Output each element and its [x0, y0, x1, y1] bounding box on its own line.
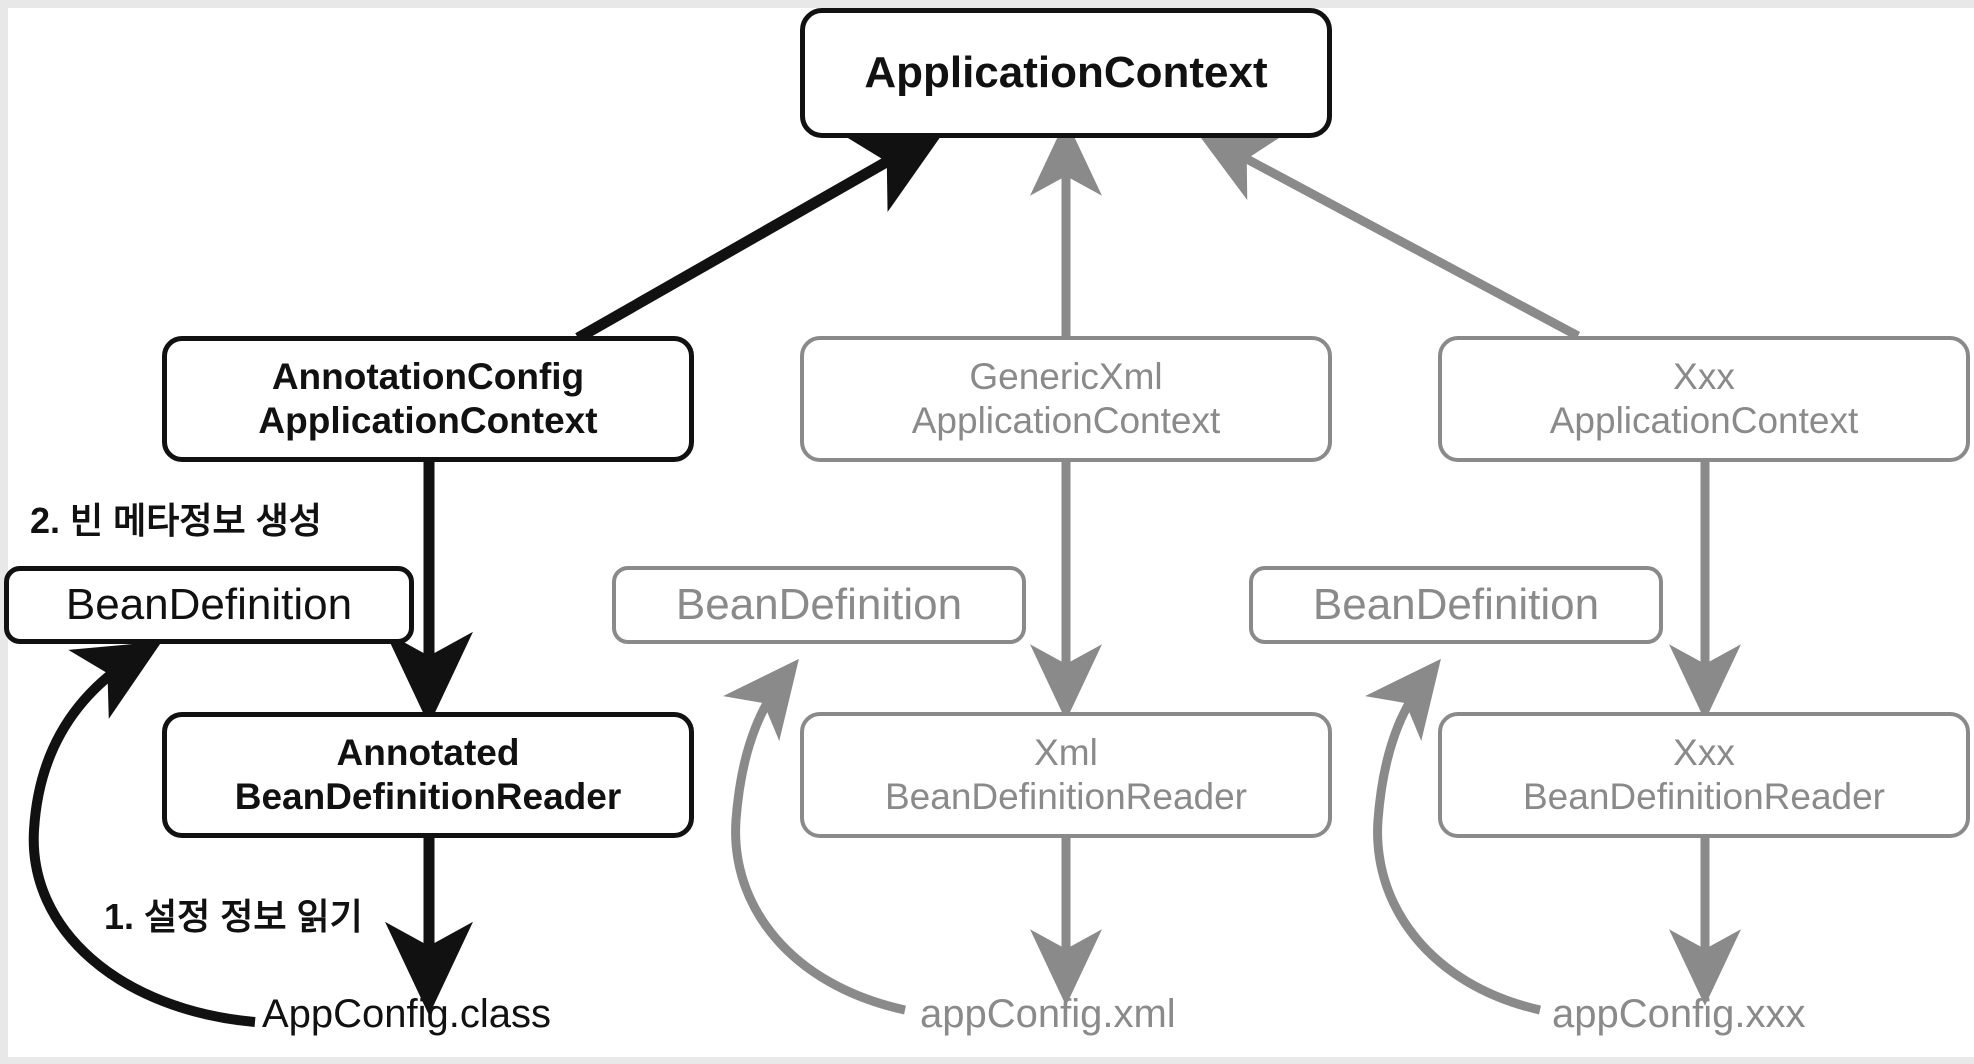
label-appconfig-xxx: appConfig.xxx: [1552, 992, 1806, 1036]
node-xml-bean-definition-reader[interactable]: Xml BeanDefinitionReader: [800, 712, 1332, 838]
label-appconfig-xml: appConfig.xml: [920, 992, 1176, 1036]
node-xxx-applicationcontext[interactable]: Xxx ApplicationContext: [1438, 336, 1970, 462]
node-bean-definition-middle[interactable]: BeanDefinition: [612, 566, 1026, 644]
edge-annotationconfig-to-applicationcontext: [575, 127, 947, 343]
frame-left-edge: [0, 0, 8, 1064]
node-bean-definition-left[interactable]: BeanDefinition: [4, 566, 414, 644]
node-application-context[interactable]: ApplicationContext: [800, 8, 1332, 138]
node-genericxml-applicationcontext[interactable]: GenericXml ApplicationContext: [800, 336, 1332, 462]
node-annotationconfig-applicationcontext[interactable]: AnnotationConfig ApplicationContext: [162, 336, 694, 462]
node-xxx-bean-definition-reader[interactable]: Xxx BeanDefinitionReader: [1438, 712, 1970, 838]
label-step-2-create-bean-metadata: 2. 빈 메타정보 생성: [30, 500, 322, 541]
edge-xxx-to-applicationcontext: [1196, 132, 1581, 340]
frame-bottom-edge: [0, 1057, 1974, 1064]
label-step-1-read-configuration: 1. 설정 정보 읽기: [104, 896, 363, 937]
node-bean-definition-right[interactable]: BeanDefinition: [1249, 566, 1663, 644]
frame-top-edge: [0, 0, 1974, 8]
node-annotated-bean-definition-reader[interactable]: Annotated BeanDefinitionReader: [162, 712, 694, 838]
label-appconfig-class: AppConfig.class: [262, 992, 552, 1036]
